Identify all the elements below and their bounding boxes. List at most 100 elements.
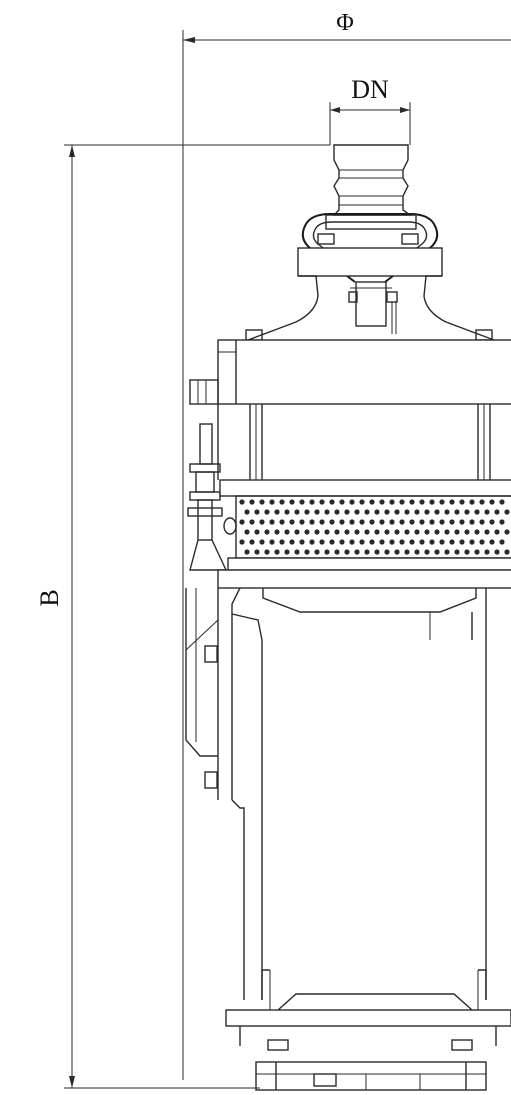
strainer-hole (404, 529, 410, 535)
strainer-hole (374, 549, 380, 555)
strainer-hole (484, 509, 490, 515)
strainer-hole (409, 519, 415, 525)
dimension-height: B (35, 144, 330, 1089)
strainer-hole (344, 529, 350, 535)
strainer-hole (504, 549, 510, 555)
strainer-hole (324, 549, 330, 555)
strainer-hole (294, 529, 300, 535)
strainer-hole (494, 549, 500, 555)
strainer-hole (444, 529, 450, 535)
strainer-hole (279, 519, 285, 525)
strainer-hole (379, 519, 385, 525)
strainer-hole (334, 549, 340, 555)
strainer-hole (374, 509, 380, 515)
strainer-hole (404, 509, 410, 515)
strainer-hole (319, 499, 325, 505)
strainer-hole (359, 539, 365, 545)
strainer-hole (454, 549, 460, 555)
strainer-hole (264, 549, 270, 555)
strainer-hole (389, 499, 395, 505)
strainer-hole (394, 529, 400, 535)
height-label: B (35, 589, 64, 606)
strainer-hole (309, 539, 315, 545)
strainer-hole (354, 509, 360, 515)
strainer-hole (474, 509, 480, 515)
strainer-hole (504, 529, 510, 535)
strainer-hole (459, 499, 465, 505)
strainer-hole (339, 539, 345, 545)
strainer-hole (364, 549, 370, 555)
strainer-hole (424, 549, 430, 555)
strainer-hole (494, 529, 500, 535)
strainer-hole (399, 499, 405, 505)
strainer-hole (384, 509, 390, 515)
strainer-hole (334, 529, 340, 535)
strainer-hole (414, 529, 420, 535)
strainer-hole (279, 499, 285, 505)
strainer-hole (364, 509, 370, 515)
strainer-hole (399, 539, 405, 545)
strainer-hole (254, 549, 260, 555)
strainer-hole (284, 529, 290, 535)
strainer-hole (439, 499, 445, 505)
strainer-hole (359, 499, 365, 505)
strainer-hole (304, 509, 310, 515)
strainer-hole (409, 539, 415, 545)
strainer-hole (474, 549, 480, 555)
strainer-hole (369, 519, 375, 525)
strainer-hole (484, 549, 490, 555)
strainer-hole (319, 539, 325, 545)
strainer-hole (374, 529, 380, 535)
strainer-hole (254, 509, 260, 515)
strainer-hole (239, 519, 245, 525)
pump-base (225, 969, 511, 1091)
strainer-hole (434, 509, 440, 515)
strainer-hole (429, 539, 435, 545)
strainer-hole (254, 529, 260, 535)
strainer-hole (384, 529, 390, 535)
strainer-hole (244, 549, 250, 555)
cable-fitting (187, 423, 237, 571)
strainer-hole (474, 529, 480, 535)
strainer-hole (344, 509, 350, 515)
strainer-hole (329, 519, 335, 525)
strainer-hole (304, 549, 310, 555)
strainer-hole (289, 539, 295, 545)
strainer-hole (429, 519, 435, 525)
strainer-hole (264, 509, 270, 515)
strainer-hole (309, 499, 315, 505)
strainer-hole (434, 529, 440, 535)
strainer-hole (284, 549, 290, 555)
strainer-hole (249, 539, 255, 545)
strainer-hole (449, 519, 455, 525)
strainer-hole (244, 509, 250, 515)
strainer-hole (369, 539, 375, 545)
strainer-hole (319, 519, 325, 525)
strainer-hole (444, 549, 450, 555)
strainer-hole (339, 499, 345, 505)
strainer-hole (349, 519, 355, 525)
strainer-hole (384, 549, 390, 555)
strainer-hole (504, 509, 510, 515)
top-cap (245, 247, 495, 341)
strainer-hole (379, 539, 385, 545)
strainer-hole (449, 539, 455, 545)
strainer-hole (274, 549, 280, 555)
strainer-hole (239, 499, 245, 505)
strainer-hole (399, 519, 405, 525)
dimension-outlet: DN (329, 75, 411, 145)
lifting-handle (301, 213, 439, 283)
strainer-hole (459, 519, 465, 525)
strainer-hole (299, 539, 305, 545)
strainer-hole (244, 529, 250, 535)
strainer-hole (419, 499, 425, 505)
strainer-hole (424, 529, 430, 535)
strainer-hole (309, 519, 315, 525)
strainer-hole (259, 499, 265, 505)
strainer-hole (269, 519, 275, 525)
strainer-hole (414, 509, 420, 515)
strainer-hole (314, 509, 320, 515)
strainer-hole (464, 529, 470, 535)
strainer-hole (499, 499, 505, 505)
dimension-width: Φ (182, 10, 511, 1080)
